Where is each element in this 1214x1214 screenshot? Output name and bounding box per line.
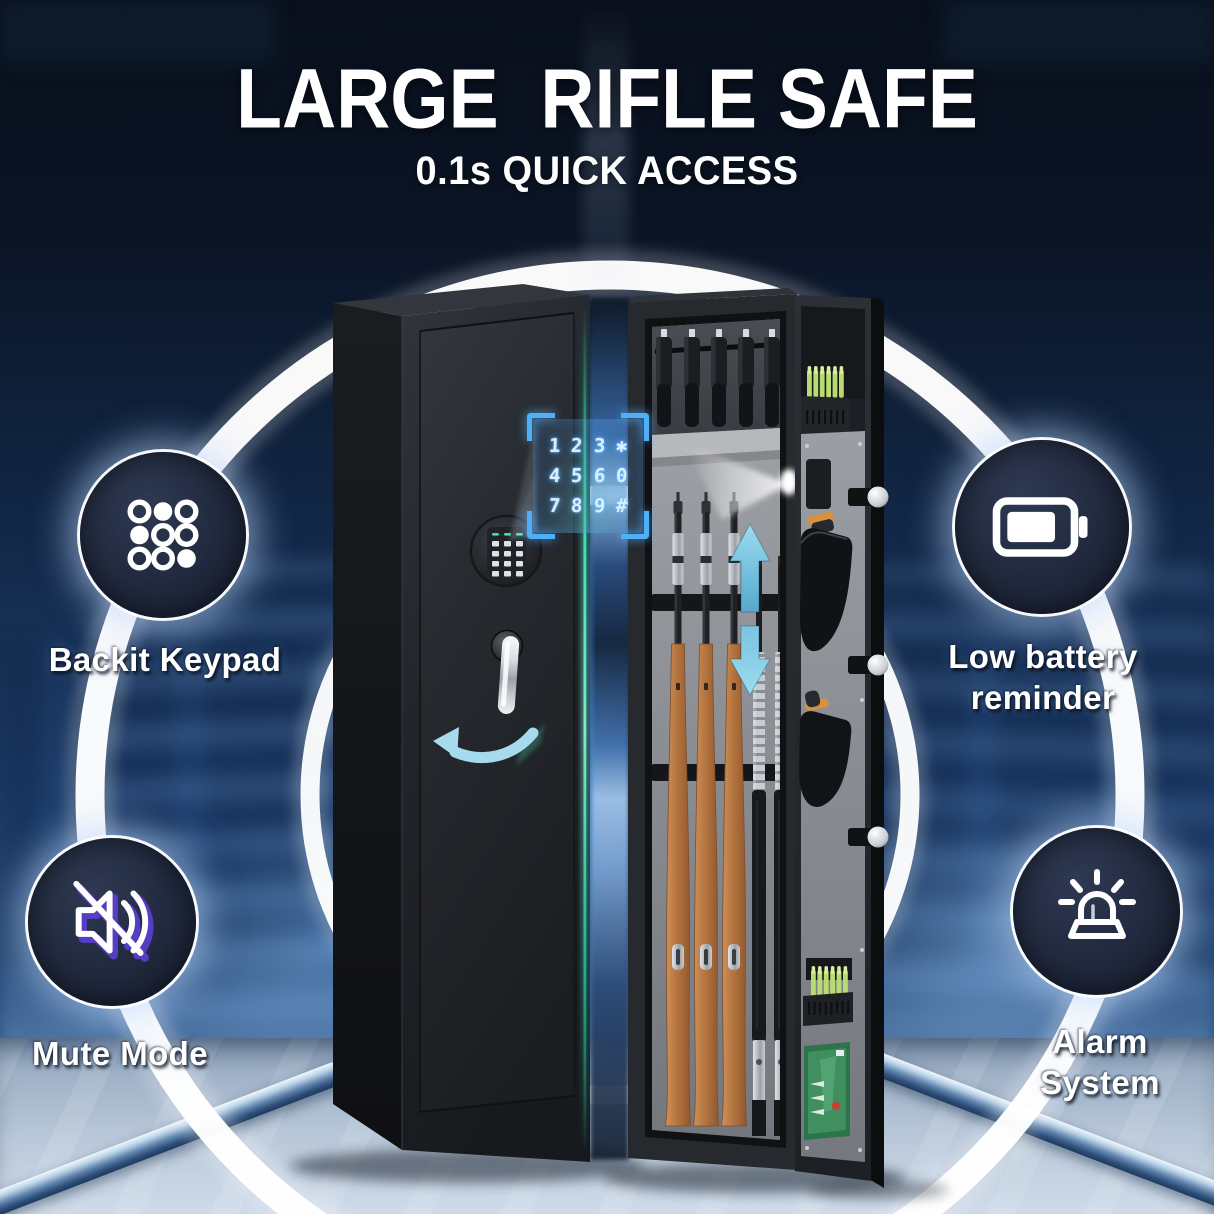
hologram-key: 8 (570, 495, 584, 517)
feature-label-line: System (1040, 1063, 1160, 1101)
feature-label-line: Alarm (1052, 1023, 1148, 1060)
feature-circle-alarm-system (1013, 828, 1180, 995)
feature-label-line: reminder (970, 678, 1116, 716)
keypad-hologram: 1 2 3 ✱ 4 5 6 0 7 8 9 # (527, 413, 649, 539)
open-safe-top (628, 288, 797, 303)
closed-safe-top (333, 284, 590, 316)
feature-circle-low-battery (955, 440, 1129, 614)
hologram-key: 4 (547, 465, 561, 487)
hologram-key: 5 (570, 465, 584, 487)
door-holster-lower (799, 711, 852, 807)
vent-slats-top (806, 410, 845, 424)
feature-circle-backlit-keypad (80, 452, 246, 618)
door-bottom-pocket (803, 992, 853, 1026)
feature-label-line: Mute Mode (32, 1035, 208, 1072)
hologram-corner-bracket (527, 511, 555, 539)
hologram-key: 2 (570, 435, 584, 457)
page-title: LARGE RIFLE SAFE (236, 51, 978, 146)
door-screws (805, 442, 864, 1152)
feature-label-backlit-keypad: Backit Keypad (5, 640, 325, 681)
hologram-corner-bracket (621, 413, 649, 441)
up-arrow-icon (729, 522, 771, 613)
led-indicator (492, 533, 499, 536)
hologram-key: 0 (615, 465, 629, 487)
alarm-siren-icon (1057, 868, 1136, 939)
closed-safe-front (402, 295, 590, 1162)
door-holster-upper (800, 528, 853, 652)
hologram-key: 6 (592, 465, 606, 487)
hologram-key: 9 (592, 495, 606, 517)
light-beam (583, 0, 629, 310)
lock-keys (492, 541, 523, 577)
feature-label-line: Backit Keypad (48, 641, 282, 678)
flashlight-beam (686, 444, 789, 520)
safe-door-open (795, 295, 889, 1188)
feature-label-alarm-system: Alarm System (960, 1022, 1214, 1104)
door-mount-plate (806, 459, 831, 509)
outer-ring (75, 260, 1145, 1214)
feature-label-low-battery: Low battery reminder (883, 637, 1203, 719)
page-subtitle: 0.1s QUICK ACCESS (415, 149, 799, 194)
door-bolt (848, 486, 889, 508)
keypad-icon (127, 499, 199, 571)
door-edge (869, 297, 884, 1188)
feature-circle-mute-mode (28, 838, 196, 1006)
feature-label-line: Low battery (948, 638, 1138, 675)
pistol-lower (804, 690, 829, 711)
interior-shelf (652, 428, 780, 458)
closed-safe-side (333, 303, 402, 1150)
battery-icon (992, 497, 1088, 557)
hologram-key: 1 (547, 435, 561, 457)
feature-label-mute-mode: Mute Mode (0, 1034, 260, 1075)
safe-handle (490, 629, 524, 714)
door-bolt (848, 826, 889, 848)
open-safe (628, 288, 889, 1188)
vent-slats-bottom (808, 1001, 850, 1015)
hologram-key: 3 (592, 435, 606, 457)
top-right-shade (945, 0, 1214, 62)
closed-safe (333, 284, 593, 1162)
flashlight-source (780, 469, 798, 495)
ammo-box-green (804, 1042, 850, 1140)
mute-speaker-icon (73, 880, 154, 962)
hologram-corner-bracket (527, 413, 555, 441)
top-left-shade (0, 0, 275, 62)
hologram-key: # (615, 495, 629, 517)
led-indicator (504, 533, 511, 536)
rotate-arrow-icon (433, 727, 539, 764)
hologram-corner-bracket (621, 511, 649, 539)
gap-reflection (590, 298, 629, 1160)
hologram-key: 7 (547, 495, 561, 517)
down-arrow-icon (729, 625, 771, 697)
hologram-key: ✱ (615, 435, 629, 457)
